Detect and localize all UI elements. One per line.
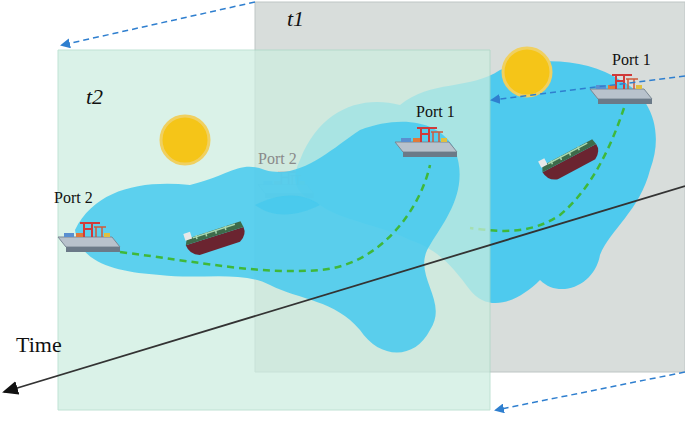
port-label: Port 1 bbox=[416, 104, 455, 120]
time-label: t1 bbox=[287, 8, 304, 30]
port-label: Port 2 bbox=[54, 190, 93, 206]
axis-label: Time bbox=[16, 334, 62, 356]
port-label: Port 2 bbox=[258, 151, 297, 167]
port-label: Port 1 bbox=[612, 52, 651, 68]
time-label: t2 bbox=[86, 86, 103, 108]
